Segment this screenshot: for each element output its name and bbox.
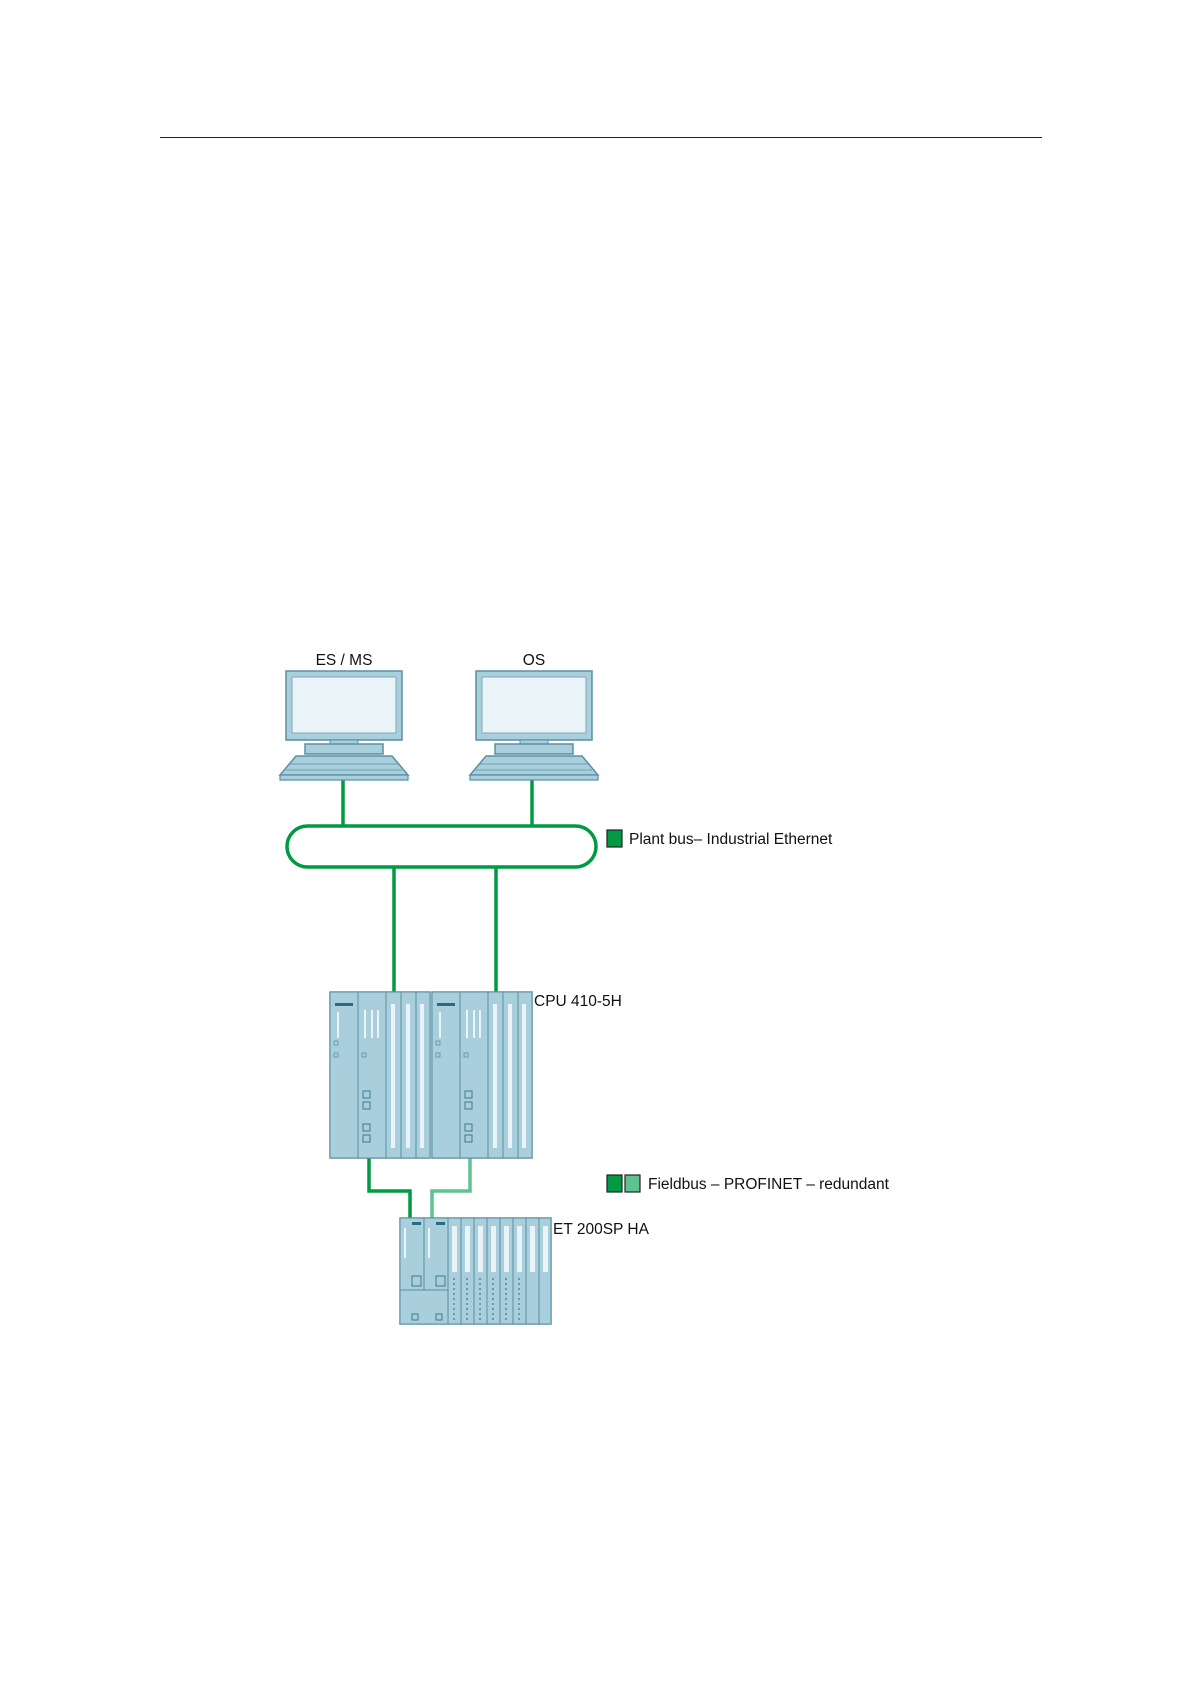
fieldbus-line-primary [369, 1158, 410, 1218]
es-ms-label: ES / MS [316, 652, 373, 669]
et-200sp-ha-station [400, 1218, 551, 1324]
fieldbus-legend-swatch-primary [607, 1175, 622, 1192]
fieldbus-legend-label: Fieldbus – PROFINET – redundant [648, 1176, 890, 1193]
plant-bus-ring [287, 826, 596, 867]
plant-bus-legend-label: Plant bus– Industrial Ethernet [629, 831, 833, 848]
computer-workstation-icon [280, 671, 408, 780]
os-workstation [470, 671, 598, 780]
os-label: OS [523, 652, 545, 669]
et200sp-io-station-icon [400, 1218, 551, 1324]
cpu-rack-a [330, 992, 430, 1158]
computer-workstation-icon [470, 671, 598, 780]
plant-bus-connections [287, 780, 596, 992]
cpu-rack-b [432, 992, 532, 1158]
plant-bus-legend-swatch [607, 830, 622, 847]
fieldbus-connections [369, 1158, 470, 1218]
et-200sp-ha-label: ET 200SP HA [553, 1221, 650, 1238]
io-module-slots [448, 1218, 551, 1324]
plc-cpu-rack-icon [330, 992, 532, 1158]
fieldbus-line-redundant [432, 1158, 470, 1218]
es-ms-workstation [280, 671, 408, 780]
cpu-410-5h-label: CPU 410-5H [534, 993, 622, 1010]
fieldbus-legend-swatch-redundant [625, 1175, 640, 1192]
cpu-410-5h-rack [330, 992, 532, 1158]
